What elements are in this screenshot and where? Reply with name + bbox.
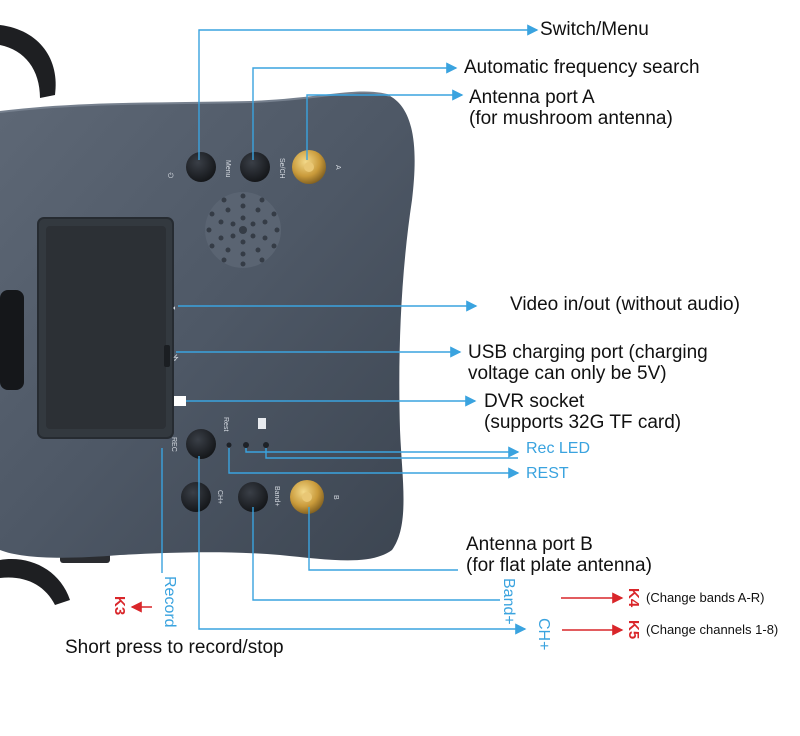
switch-menu-label: Switch/Menu xyxy=(540,19,649,40)
ch-imprint: CH+ xyxy=(216,490,223,504)
power-symbol-label: ⏻ xyxy=(168,172,174,180)
antenna-a-title: Antenna port A xyxy=(469,87,595,108)
band-imprint: Band+ xyxy=(273,486,280,506)
k5-label: K5 xyxy=(625,620,642,640)
band-plus-label: Band+ xyxy=(500,578,517,625)
video-label: Video in/out (without audio) xyxy=(510,294,740,315)
change-channels-label: (Change channels 1-8) xyxy=(646,622,779,637)
change-bands-label: (Change bands A-R) xyxy=(646,590,765,605)
antenna-a-note: (for mushroom antenna) xyxy=(469,108,673,129)
rec-led-label: Rec LED xyxy=(526,440,591,457)
short-press-label: Short press to record/stop xyxy=(65,637,284,658)
dvr-slot xyxy=(174,396,186,406)
port-a-imprint: A xyxy=(334,165,341,170)
search-button[interactable] xyxy=(240,152,270,182)
key-arrows xyxy=(130,592,624,636)
search-imprint: Se/CH xyxy=(278,158,285,179)
ch-button[interactable] xyxy=(181,482,211,512)
rec-button[interactable] xyxy=(186,429,216,459)
power-menu-button[interactable] xyxy=(186,152,216,182)
usb-note: voltage can only be 5V) xyxy=(468,363,667,384)
k4-label: K4 xyxy=(625,588,642,608)
port-b-imprint: B xyxy=(332,495,339,500)
usb-title: USB charging port (charging xyxy=(468,342,708,363)
auto-search-label: Automatic frequency search xyxy=(464,57,700,78)
reset-imprint: Rest xyxy=(222,417,229,431)
video-symbol: ◖ xyxy=(172,305,176,312)
rec-imprint: REC xyxy=(170,437,177,452)
k3-label: K3 xyxy=(111,596,128,616)
rec-led xyxy=(243,442,249,448)
dvr-note: (supports 32G TF card) xyxy=(484,412,682,433)
ch-plus-label: CH+ xyxy=(535,618,552,651)
dvr-title: DVR socket xyxy=(484,391,585,412)
usb-symbol: ⭍ xyxy=(173,354,179,362)
rest-label: REST xyxy=(526,465,569,482)
leader-lines xyxy=(161,24,539,635)
band-button[interactable] xyxy=(238,482,268,512)
menu-imprint: Menu xyxy=(224,160,231,178)
device-body xyxy=(0,92,415,561)
record-label: Record xyxy=(161,576,178,628)
usb-port xyxy=(164,345,170,367)
sd-icon-mark xyxy=(258,418,266,429)
speaker-grille xyxy=(205,192,281,268)
reset-hole xyxy=(226,442,232,448)
antenna-b-title: Antenna port B xyxy=(466,534,593,555)
screen xyxy=(46,226,166,429)
antenna-b-note: (for flat plate antenna) xyxy=(466,555,652,576)
grip-pad xyxy=(0,290,24,390)
